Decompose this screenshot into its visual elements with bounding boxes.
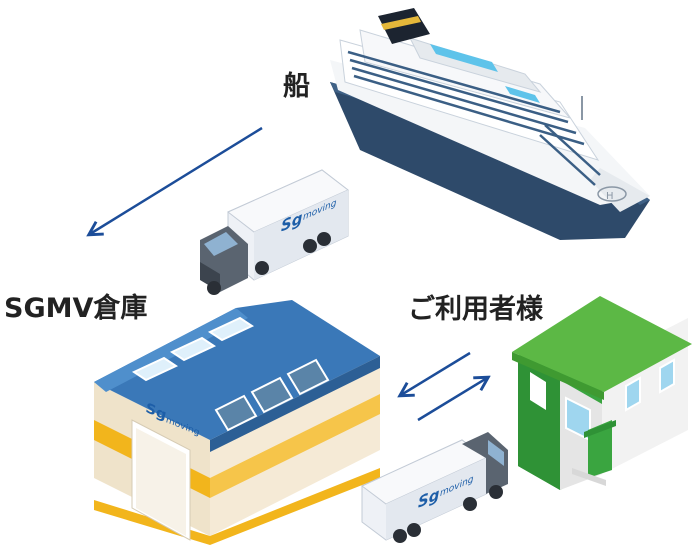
warehouse-illustration — [94, 300, 380, 545]
arrow-ship-to-warehouse — [90, 126, 263, 234]
delivery-truck-top — [200, 169, 349, 295]
arrow-to-warehouse — [401, 351, 471, 395]
delivery-truck-bottom — [361, 432, 508, 543]
house-illustration — [512, 296, 692, 490]
arrow-to-customer — [417, 378, 487, 422]
warehouse-logo-mark: Sg — [146, 400, 166, 424]
cruise-ship-illustration: H — [330, 8, 650, 240]
ship-label: 船 — [283, 71, 310, 102]
customer-label: ご利用者様 — [408, 294, 543, 325]
svg-text:H: H — [606, 191, 614, 202]
warehouse-label: SGMV倉庫 — [4, 293, 148, 324]
